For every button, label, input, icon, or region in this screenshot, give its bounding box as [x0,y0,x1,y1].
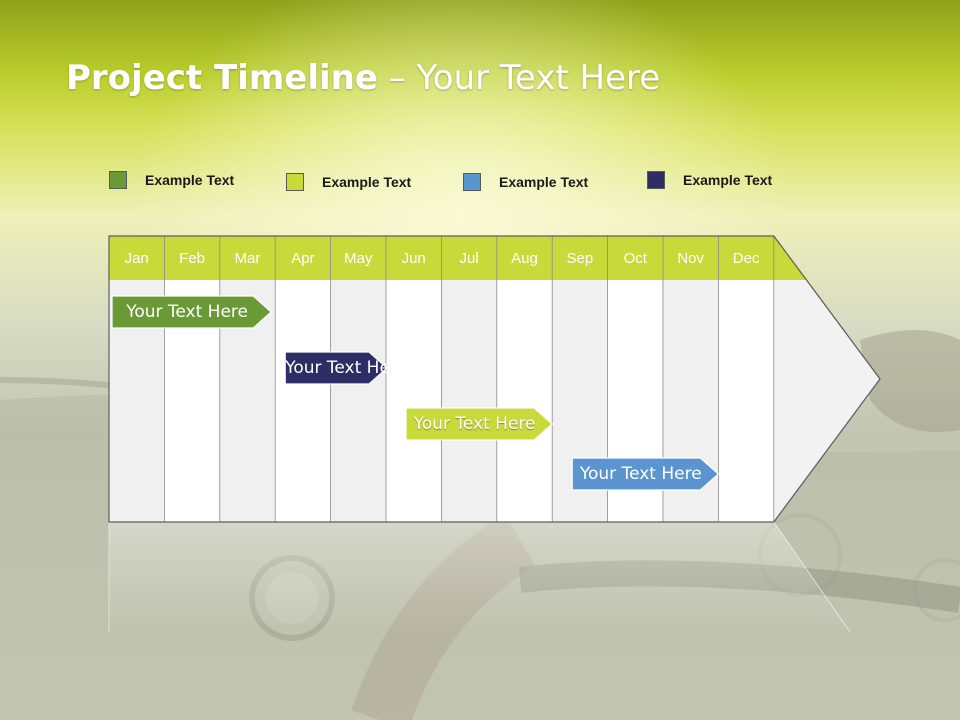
chart-reflection [109,522,850,632]
timeline-bar-label-3: Your Text Here [413,414,536,434]
legend-swatch-2 [286,173,304,191]
legend-item-1: Example Text [109,170,234,190]
timeline-bar-2 [284,351,388,385]
legend-label-2: Example Text [322,174,412,190]
month-label-aug: Aug [511,250,538,267]
month-column-aug [496,280,553,522]
month-label-oct: Oct [623,250,647,267]
month-label-sep: Sep [566,250,594,267]
title-bold: Project Timeline [66,58,378,98]
legend-item-4: Example Text [647,170,772,190]
month-column-dec [718,280,774,522]
month-label-jun: Jun [401,250,426,267]
timeline-bar-1 [111,295,273,329]
timeline-bar-3 [405,407,554,441]
month-label-dec: Dec [732,250,760,267]
month-label-feb: Feb [179,250,206,267]
month-label-jul: Jul [459,250,479,267]
month-label-may: May [344,250,373,267]
page-title: Project Timeline – Your Text Here [66,58,660,98]
legend-item-3: Example Text [463,172,588,192]
timeline-bar-4 [571,457,720,491]
timeline-bar-label-1: Your Text Here [126,302,248,322]
timeline-bar-label-2: Your Text Here [285,358,407,378]
month-column-may [330,280,386,522]
legend-label-1: Example Text [145,172,235,188]
timeline-bar-label-4: Your Text Here [579,464,702,484]
month-column-apr [275,280,331,522]
month-column-jul [441,280,497,522]
legend-swatch-4 [647,171,665,189]
legend-swatch-3 [463,173,481,191]
reflection-edge [773,521,851,633]
timeline-outline [108,235,881,523]
legend-item-2: Example Text [286,172,411,192]
title-rest: – Your Text Here [377,58,661,98]
legend-swatch-1 [109,171,127,189]
month-label-mar: Mar [234,250,261,267]
legend-label-3: Example Text [499,174,589,190]
month-column-jun [386,280,442,522]
month-label-nov: Nov [677,250,705,267]
month-label-apr: Apr [291,250,315,267]
month-label-jan: Jan [124,250,149,267]
legend-label-4: Example Text [683,172,773,188]
